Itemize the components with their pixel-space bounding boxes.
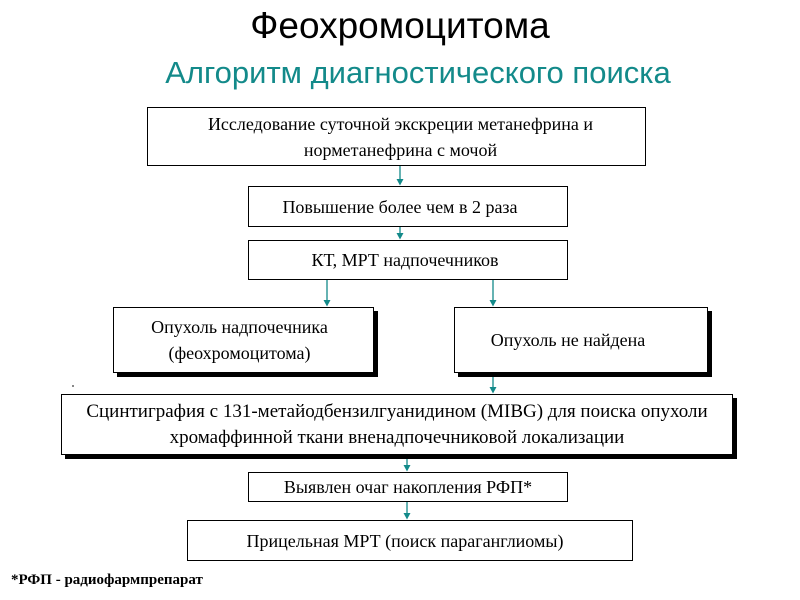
- arrow-elevation-to-imaging: [396, 227, 404, 240]
- node-tumor-not-found: Опухоль не найдена: [454, 307, 708, 373]
- node-targeted-mri-label: Прицельная МРТ (поиск параганглиомы): [246, 530, 564, 551]
- arrow-not-found-to-mibg: [489, 373, 497, 394]
- arrow-imaging-to-tumor-not-found: [489, 280, 497, 307]
- slide-title: Феохромоцитома: [250, 5, 550, 46]
- node-imaging-label: КТ, МРТ надпочечников: [311, 250, 499, 270]
- footnote: *РФП - радиофармпрепарат: [11, 572, 203, 588]
- node-urine-test-label: Исследование суточной экскреции метанефр…: [207, 113, 594, 160]
- node-targeted-mri: Прицельная МРТ (поиск параганглиомы): [187, 520, 633, 561]
- node-tumor-found: Опухоль надпочечника (феохромоцитома): [113, 307, 374, 373]
- arrow-imaging-to-tumor-found: [323, 280, 331, 307]
- node-mibg-scintigraphy: Сцинтиграфия с 131-метайодбензилгуанидин…: [61, 394, 733, 455]
- arrow-mibg-to-focus: [403, 455, 411, 472]
- node-focus-found-label: Выявлен очаг накопления РФП*: [283, 477, 533, 497]
- node-imaging: КТ, МРТ надпочечников: [248, 240, 568, 280]
- node-mibg-scintigraphy-label: Сцинтиграфия с 131-метайодбензилгуанидин…: [86, 400, 708, 448]
- node-elevation-label: Повышение более чем в 2 раза: [282, 196, 518, 217]
- node-tumor-found-label: Опухоль надпочечника (феохромоцитома): [151, 317, 328, 363]
- arrow-urine-to-elevation: [396, 166, 404, 186]
- node-focus-found: Выявлен очаг накопления РФП*: [248, 472, 568, 502]
- slide-subtitle: Алгоритм диагностического поиска: [165, 55, 671, 90]
- node-elevation: Повышение более чем в 2 раза: [248, 186, 568, 227]
- decorative-dot: [72, 385, 74, 387]
- node-urine-test: Исследование суточной экскреции метанефр…: [147, 107, 646, 166]
- node-tumor-not-found-label: Опухоль не найдена: [490, 330, 646, 350]
- arrow-focus-to-mri: [403, 502, 411, 520]
